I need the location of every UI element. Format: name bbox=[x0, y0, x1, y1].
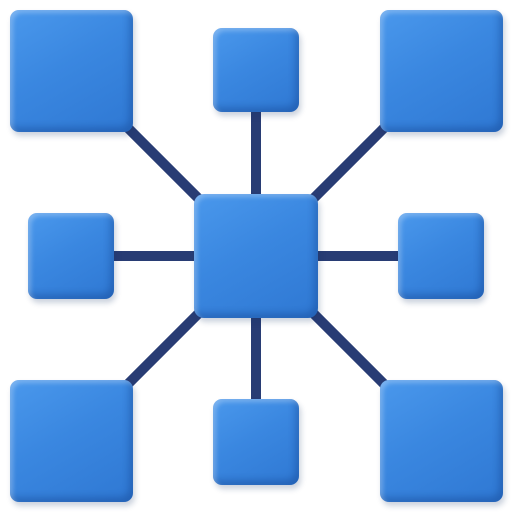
corner-node-top-left bbox=[10, 10, 133, 132]
corner-node-top-right bbox=[380, 10, 503, 132]
corner-node-bottom-left bbox=[10, 380, 133, 502]
small-node-left bbox=[28, 213, 114, 299]
small-node-right bbox=[398, 213, 484, 299]
hub-node bbox=[194, 194, 318, 318]
small-node-top bbox=[213, 28, 299, 112]
corner-node-bottom-right bbox=[380, 380, 503, 502]
small-node-bottom bbox=[213, 399, 299, 485]
